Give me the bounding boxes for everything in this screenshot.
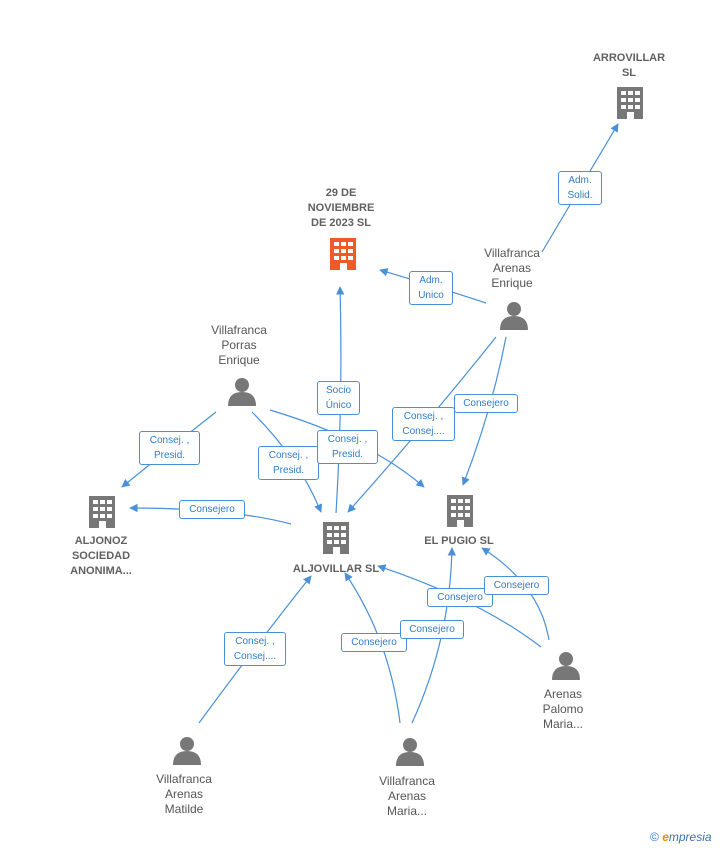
relation-badge-consejero[interactable]: Consejero [454,394,518,413]
badge-line: Consejero [189,504,235,515]
label-line: EL PUGIO SL [424,535,494,547]
label-line: Maria... [542,717,583,731]
label-line: Arenas [164,787,204,801]
relation-badge-consej-presid[interactable]: Consej. , Presid. [258,446,319,480]
label-line: Villafranca [211,323,267,337]
building-icon[interactable] [323,522,349,554]
relation-badge-consej-consej[interactable]: Consej. , Consej.... [224,632,286,666]
label-line: ALJONOZ [74,535,128,547]
building-icon[interactable] [447,495,473,527]
badge-line: Consejero [493,580,540,591]
badge-line: Consej. , [268,450,309,461]
label-line: Arenas [387,789,427,803]
label-line: Enrique [491,276,533,290]
badge-line: Consej.... [402,426,445,437]
person-label-matilde[interactable]: Villafranca Arenas Matilde [124,772,244,817]
label-line: Maria... [386,804,427,818]
badge-line: Socio [325,385,351,396]
badge-line: Consej. , [149,435,190,446]
badge-line: Consejero [351,637,397,648]
person-icon[interactable] [228,378,256,406]
label-line: ARROVILLAR [592,52,666,64]
label-line: Villafranca [484,246,540,260]
label-line: ANONIMA... [70,565,132,577]
person-label-maria[interactable]: Villafranca Arenas Maria... [347,774,467,819]
label-line: Palomo [542,702,584,716]
badge-line: Consejero [437,592,483,603]
relation-badge-consej-presid[interactable]: Consej. , Presid. [139,431,200,465]
relation-badge-consejero[interactable]: Consejero [484,576,549,595]
label-line: SL [621,67,637,79]
building-icon[interactable] [617,87,643,119]
badge-line: Adm. [419,275,443,286]
label-line: Matilde [164,802,204,816]
badge-line: Presid. [272,465,305,476]
company-label-aljovillar[interactable]: ALJOVILLAR SL [276,562,396,577]
company-label-pugio[interactable]: EL PUGIO SL [399,534,519,549]
label-line: Porras [221,338,257,352]
relation-badge-consejero[interactable]: Consejero [427,588,493,607]
label-line: Villafranca [379,774,435,788]
badge-line: Adm. [568,175,592,186]
label-line: Arenas [543,687,583,701]
brand-rest: mpresia [668,830,712,844]
relation-badge-consejero[interactable]: Consejero [400,620,464,639]
company-label-aljonoz[interactable]: ALJONOZ SOCIEDAD ANONIMA... [41,534,161,579]
brand-logo: empresia [662,830,711,844]
person-icon[interactable] [552,652,580,680]
label-line: Villafranca [156,772,212,786]
relation-badge-socio-unico[interactable]: Socio Único [317,381,360,415]
person-label-porras[interactable]: Villafranca Porras Enrique [179,323,299,368]
brand-initial: e [662,830,669,844]
relation-badge-adm-unico[interactable]: Adm. Unico [409,271,453,305]
badge-line: Consej. , [235,636,275,647]
label-line: SOCIEDAD [71,550,131,562]
label-line: NOVIEMBRE [307,202,375,214]
badge-line: Consej. , [327,434,368,445]
relation-badge-consej-presid[interactable]: Consej. , Presid. [317,430,378,464]
badge-line: Consej. , [403,411,444,422]
label-line: 29 DE [325,187,357,199]
label-line: Arenas [492,261,532,275]
footer-brand[interactable]: © empresia [650,830,712,844]
relation-badge-adm-solid[interactable]: Adm. Solid. [558,171,602,205]
badge-line: Consejero [463,398,509,409]
person-icon[interactable] [500,302,528,330]
relation-badge-consejero[interactable]: Consejero [341,633,407,652]
label-line: Enrique [218,353,260,367]
person-label-enrique-arenas[interactable]: Villafranca Arenas Enrique [452,246,572,291]
badge-line: Consej.... [233,651,277,662]
label-line: ALJOVILLAR SL [292,563,380,575]
badge-line: Presid. [153,450,186,461]
company-label-noviembre[interactable]: 29 DE NOVIEMBRE DE 2023 SL [281,186,401,231]
badge-line: Presid. [331,449,364,460]
person-label-palomo[interactable]: Arenas Palomo Maria... [503,687,623,732]
building-icon[interactable] [330,238,356,270]
badge-line: Solid. [567,190,593,201]
person-icon[interactable] [173,737,201,765]
badge-line: Consejero [409,624,455,635]
badge-line: Único [325,400,352,411]
label-line: DE 2023 SL [311,217,371,229]
copyright-icon: © [650,830,659,844]
company-label-arrovillar[interactable]: ARROVILLAR SL [569,51,689,81]
person-icon[interactable] [396,738,424,766]
badge-line: Unico [418,290,444,301]
building-icon[interactable] [89,496,115,528]
icons-layer [89,87,643,766]
relation-badge-consejero[interactable]: Consejero [179,500,245,519]
relation-badge-consej-consej[interactable]: Consej. , Consej.... [392,407,455,441]
